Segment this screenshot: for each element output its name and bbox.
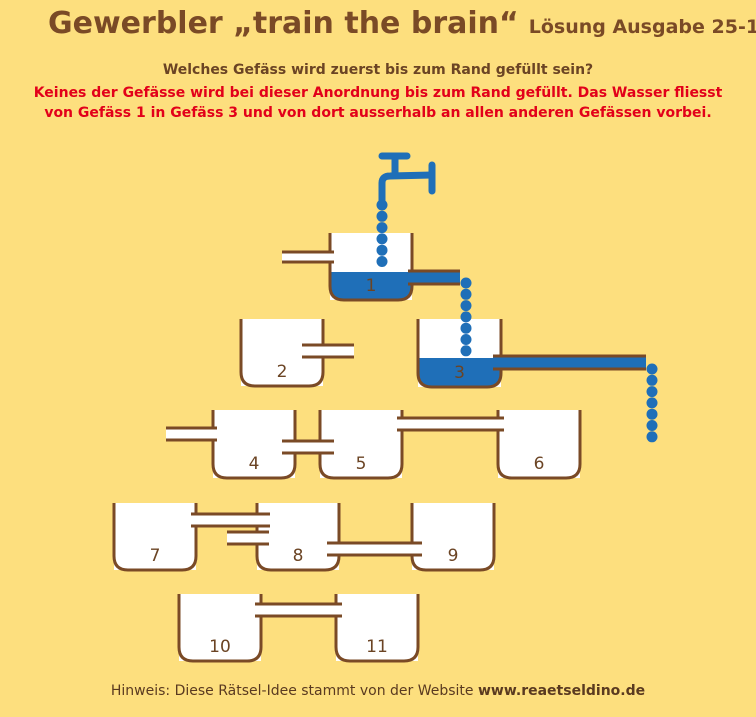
tap-icon bbox=[378, 171, 436, 209]
title-text: Gewerbler „train the brain“ bbox=[48, 6, 519, 41]
vessel-wall bbox=[211, 410, 297, 480]
question-text: Welches Gefäss wird zuerst bis zum Rand … bbox=[162, 62, 594, 78]
vessel-interior bbox=[213, 410, 295, 478]
water-drop bbox=[376, 244, 388, 256]
water-drop bbox=[460, 322, 472, 334]
pipe bbox=[493, 356, 646, 369]
water-drop bbox=[376, 222, 388, 234]
website-link[interactable]: www.reaetseldino.de bbox=[477, 683, 646, 699]
vessel-number: 1 bbox=[366, 276, 377, 296]
hint-label: Hinweis: Diese Rätsel-Idee stammt von de… bbox=[110, 683, 478, 699]
vessel-number: 8 bbox=[293, 546, 304, 566]
water-drop bbox=[460, 300, 472, 312]
water-drop bbox=[646, 420, 658, 431]
vessel-interior bbox=[179, 594, 261, 661]
vessel-interior bbox=[412, 503, 494, 570]
water-drop bbox=[460, 311, 472, 323]
vessel-number: 2 bbox=[277, 362, 288, 382]
water-drop bbox=[376, 256, 388, 267]
water-drop bbox=[646, 397, 658, 409]
answer-text: Keines der Gefässe wird bei dieser Anord… bbox=[0, 83, 756, 123]
vessel-number: 6 bbox=[534, 454, 545, 474]
pipe bbox=[327, 543, 422, 555]
vessel-wall bbox=[328, 233, 414, 302]
water-drop bbox=[460, 334, 472, 345]
vessel-wall bbox=[177, 594, 263, 663]
pipe bbox=[227, 532, 269, 544]
vessel-number: 10 bbox=[209, 637, 231, 657]
pipe bbox=[255, 604, 342, 616]
water-drop bbox=[646, 374, 658, 386]
vessel-number: 3 bbox=[454, 363, 465, 383]
vessel-interior bbox=[114, 503, 196, 570]
pipe bbox=[282, 441, 334, 453]
pipe bbox=[408, 271, 460, 284]
subtitle-text: Lösung Ausgabe 25-11 bbox=[528, 16, 756, 38]
water-drop bbox=[376, 199, 388, 211]
water-drop bbox=[376, 233, 388, 245]
water-drop bbox=[646, 408, 658, 420]
pipe bbox=[302, 345, 354, 357]
water-fill bbox=[418, 358, 501, 387]
vessel-wall bbox=[255, 503, 341, 572]
water-drop bbox=[376, 210, 388, 222]
vessel-wall bbox=[496, 410, 582, 480]
page-title: Gewerbler „train the brain“ Lösung Ausgab… bbox=[48, 6, 756, 41]
vessel-wall bbox=[318, 410, 404, 480]
vessel-number: 5 bbox=[356, 454, 367, 474]
water-drop bbox=[646, 386, 658, 398]
pipe bbox=[191, 514, 270, 526]
pipe bbox=[282, 252, 334, 262]
vessel-number: 4 bbox=[249, 454, 260, 474]
vessel-wall bbox=[239, 319, 325, 388]
vessel-interior bbox=[336, 594, 418, 661]
water-drop bbox=[460, 277, 472, 289]
answer-line-2: von Gefäss 1 in Gefäss 3 und von dort au… bbox=[44, 105, 712, 121]
water-fill bbox=[330, 272, 412, 300]
pipe bbox=[166, 428, 217, 440]
water-drop bbox=[646, 363, 658, 375]
vessel-wall bbox=[112, 503, 198, 572]
vessel-wall bbox=[416, 319, 503, 389]
vessel-number: 7 bbox=[150, 546, 161, 566]
water-drop bbox=[460, 345, 472, 357]
vessel-number: 9 bbox=[448, 546, 459, 566]
water-drop bbox=[460, 288, 472, 300]
vessel-interior bbox=[498, 410, 580, 478]
answer-line-1: Keines der Gefässe wird bei dieser Anord… bbox=[33, 85, 723, 101]
hint-text: Hinweis: Diese Rätsel-Idee stammt von de… bbox=[0, 683, 756, 699]
vessel-interior bbox=[257, 503, 339, 570]
pipe bbox=[397, 418, 504, 430]
vessel-number: 11 bbox=[366, 637, 388, 657]
vessel-wall bbox=[334, 594, 420, 663]
vessel-wall bbox=[410, 503, 496, 572]
water-drop bbox=[646, 431, 658, 443]
